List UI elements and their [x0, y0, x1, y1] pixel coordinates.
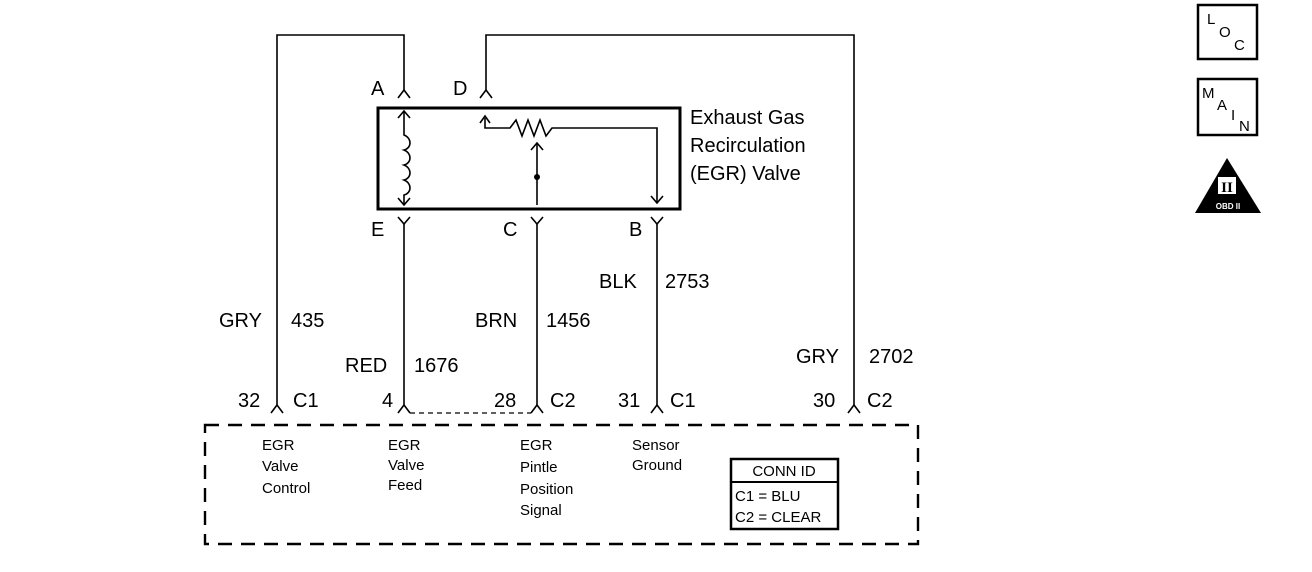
valve-terminals: A D E C B [371, 78, 664, 241]
pin-number-31: 31 [618, 390, 640, 412]
wire-circuit-2702: 2702 [869, 346, 914, 368]
wire-gry-435 [276, 34, 405, 405]
svg-text:N: N [1239, 118, 1250, 135]
wire-circuit-435: 435 [291, 310, 324, 332]
svg-text:L: L [1207, 11, 1215, 28]
terminal-b: B [629, 219, 642, 241]
nav-icons: L O C M A I N II OBD II [1195, 3, 1261, 213]
pin-32-function-1: EGR [262, 437, 295, 454]
pin-32-function-2: Valve [262, 458, 298, 475]
conn-id-row-c1: C1 = BLU [735, 488, 800, 505]
pin-4-function-1: EGR [388, 437, 421, 454]
wires [270, 34, 861, 414]
main-icon[interactable]: M A I N [1196, 77, 1259, 137]
pin-31-function-1: Sensor [632, 437, 680, 454]
egr-valve: Exhaust Gas Recirculation (EGR) Valve [376, 106, 806, 211]
terminal-a: A [371, 78, 385, 100]
wire-color-red-1676: RED [345, 355, 387, 377]
pcm-dashed-outline [203, 423, 920, 546]
conn-id-table: CONN ID C1 = BLU C2 = CLEAR [729, 457, 840, 531]
wire-circuit-1676: 1676 [414, 355, 459, 377]
wire-color-blk-2753: BLK [599, 271, 637, 293]
pin-28-function-4: Signal [520, 502, 562, 519]
wire-labels: GRY 435 RED 1676 BRN 1456 BLK 2753 GRY 2… [219, 271, 914, 377]
pin-4-function-2: Valve [388, 457, 424, 474]
pin-4-function-3: Feed [388, 477, 422, 494]
terminal-c: C [503, 219, 517, 241]
pin-28-function-3: Position [520, 481, 573, 498]
pcm-pins: 32 C1 4 28 C2 31 C1 30 C2 [238, 390, 893, 412]
position-sensor-resistor [484, 117, 658, 203]
pin-31-function-2: Ground [632, 457, 682, 474]
pin-number-30: 30 [813, 390, 835, 412]
pin-connector-30: C2 [867, 390, 893, 412]
wire-color-gry-2702: GRY [796, 346, 839, 368]
wire-color-brn-1456: BRN [475, 310, 517, 332]
svg-text:II: II [1221, 180, 1233, 196]
wire-circuit-2753: 2753 [665, 271, 710, 293]
egr-valve-title-3: (EGR) Valve [690, 163, 801, 185]
pin-connector-32: C1 [293, 390, 319, 412]
wire-color-gry-435: GRY [219, 310, 262, 332]
pin-number-4: 4 [382, 390, 393, 412]
wire-circuit-1456: 1456 [546, 310, 591, 332]
solenoid-coil [401, 112, 411, 205]
conn-id-header: CONN ID [752, 463, 816, 480]
egr-valve-title-1: Exhaust Gas [690, 107, 805, 129]
svg-text:O: O [1219, 24, 1231, 41]
pin-number-32: 32 [238, 390, 260, 412]
pcm-module: EGR Valve Control EGR Valve Feed EGR Pin… [203, 423, 920, 546]
pin-connector-31: C1 [670, 390, 696, 412]
pin-28-function-1: EGR [520, 437, 553, 454]
obd-ii-icon[interactable]: II OBD II [1195, 158, 1261, 213]
conn-id-row-c2: C2 = CLEAR [735, 509, 821, 526]
egr-valve-body [376, 106, 682, 211]
pin-number-28: 28 [494, 390, 516, 412]
pin-connector-28: C2 [550, 390, 576, 412]
wire-gry-2702 [485, 34, 855, 405]
svg-text:OBD II: OBD II [1216, 202, 1240, 211]
pin-28-function-2: Pintle [520, 459, 558, 476]
loc-icon[interactable]: L O C [1196, 3, 1259, 61]
svg-text:C: C [1234, 37, 1245, 54]
terminal-d: D [453, 78, 467, 100]
svg-text:A: A [1217, 97, 1227, 114]
svg-text:M: M [1202, 85, 1215, 102]
svg-text:I: I [1231, 107, 1235, 124]
pin-32-function-3: Control [262, 480, 310, 497]
egr-valve-title-2: Recirculation [690, 135, 806, 157]
terminal-e: E [371, 219, 384, 241]
